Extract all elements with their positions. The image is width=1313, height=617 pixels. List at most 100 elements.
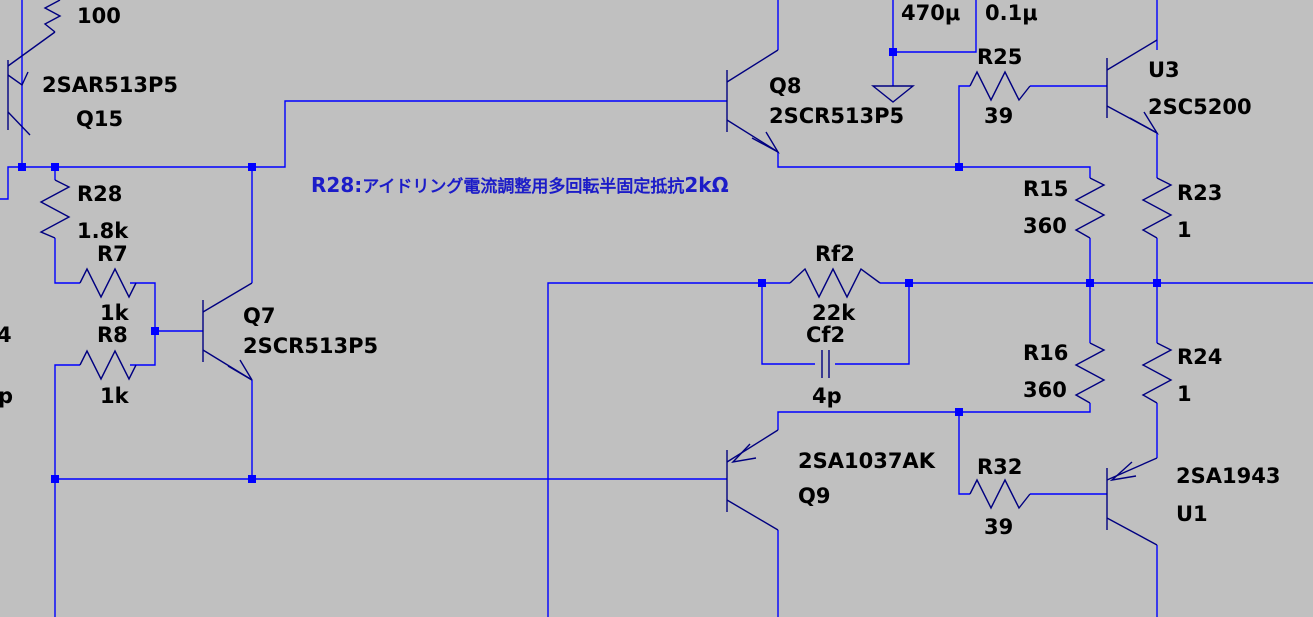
note-suffix: 2kΩ (684, 173, 728, 197)
r24-symbol (1141, 342, 1173, 404)
r7-symbol (79, 267, 137, 299)
wire-r8-left (54, 364, 80, 617)
r8-value: 1k (100, 384, 130, 408)
note-body: アイドリング電流調整用多回転半固定抵抗 (362, 176, 684, 197)
u3-collector (1106, 39, 1158, 71)
wire-cf2-left (761, 283, 815, 365)
r32-value: 39 (984, 515, 1013, 539)
cf2-symbol (821, 350, 830, 378)
u1-name: U1 (1176, 502, 1208, 526)
junctions (18, 48, 1161, 483)
r28-value: 1.8k (77, 219, 129, 243)
edge-label-left-bottom: p (0, 384, 13, 408)
junction (955, 163, 963, 171)
wire-r15-top (959, 166, 1091, 178)
r28-name: R28 (77, 182, 122, 206)
r15-symbol (1074, 177, 1106, 239)
r25-value: 39 (984, 104, 1013, 128)
q7-name: Q7 (243, 304, 275, 328)
junction (889, 48, 897, 56)
q15-name: Q15 (76, 107, 123, 131)
r-top-value: 100 (77, 4, 121, 28)
q7-collector (202, 282, 253, 313)
wire-cf2-right (835, 283, 910, 365)
r8-symbol (79, 349, 137, 381)
q9-value: 2SA1037AK (798, 449, 936, 473)
r16-symbol (1074, 342, 1106, 404)
r23-value: 1 (1177, 218, 1192, 242)
q15-value: 2SAR513P5 (42, 73, 178, 97)
junction (758, 279, 766, 287)
junction (248, 163, 256, 171)
q9-arrow (731, 443, 757, 464)
q15-lead (7, 31, 56, 67)
r16-value: 360 (1023, 378, 1067, 402)
c470-value: 470μ (901, 1, 960, 25)
cf2-value: 4p (812, 384, 842, 408)
rf2-symbol (789, 267, 881, 299)
wire-left-in (0, 166, 55, 200)
rf2-name: Rf2 (815, 242, 855, 266)
q7-value: 2SCR513P5 (243, 334, 378, 358)
wire-bias-top (55, 100, 727, 168)
wire-q8-emitter (777, 152, 959, 168)
junction (1086, 279, 1094, 287)
wire-r28-r7 (54, 238, 80, 284)
r32-symbol (969, 478, 1031, 510)
r15-value: 360 (1023, 214, 1067, 238)
junction (151, 327, 159, 335)
u3-value: 2SC5200 (1148, 95, 1252, 119)
u1-collector (1106, 517, 1158, 546)
r25-name: R25 (977, 45, 1022, 69)
note-prefix: R28: (311, 173, 362, 197)
u1-value: 2SA1943 (1176, 464, 1280, 488)
r24-value: 1 (1177, 382, 1192, 406)
junction (51, 475, 59, 483)
r15-name: R15 (1023, 177, 1068, 201)
wire-r25-left (958, 85, 970, 167)
symbols (7, 0, 1173, 546)
q9-name: Q9 (798, 484, 830, 508)
junction (51, 163, 59, 171)
q8-name: Q8 (769, 74, 801, 98)
r16-name: R16 (1023, 341, 1068, 365)
cf2-name: Cf2 (806, 323, 845, 347)
r25-symbol (969, 70, 1031, 102)
junction (955, 408, 963, 416)
r23-name: R23 (1177, 181, 1222, 205)
q7-arrow (227, 359, 253, 381)
wire-r7-r8-right (130, 282, 156, 366)
junction (248, 475, 256, 483)
r28-symbol (39, 179, 71, 239)
resistor-symbol (43, 0, 62, 33)
r32-name: R32 (977, 455, 1022, 479)
wire-feedback-left (547, 282, 790, 617)
r7-value: 1k (100, 301, 130, 325)
r23-symbol (1141, 177, 1173, 239)
r24-name: R24 (1177, 345, 1222, 369)
wire-cap-bank (892, 0, 977, 53)
wire-r32-left (958, 412, 970, 495)
labels: 100 2SAR513P5 Q15 R28 1.8k R7 1k R8 1k Q… (0, 1, 1280, 539)
u1-arrow (1109, 461, 1137, 482)
r8-name: R8 (97, 323, 128, 347)
r7-name: R7 (97, 242, 128, 266)
u3-name: U3 (1148, 58, 1180, 82)
ground-symbol (871, 85, 915, 103)
r28-annotation: R28:アイドリング電流調整用多回転半固定抵抗2kΩ (311, 173, 729, 197)
junction (905, 279, 913, 287)
q8-arrow (751, 131, 780, 154)
junction (1153, 279, 1161, 287)
c01-value: 0.1μ (985, 1, 1038, 25)
q9-emitter (726, 429, 779, 463)
q8-value: 2SCR513P5 (769, 104, 904, 128)
q9-collector (726, 499, 779, 531)
u3-arrow (1129, 111, 1160, 135)
q15-arrow (7, 71, 29, 87)
q15-emitter (7, 111, 31, 136)
wire-r16-q9 (777, 403, 1091, 430)
edge-label-left-mid: 4 (0, 323, 12, 347)
rf2-value: 22k (812, 301, 856, 325)
